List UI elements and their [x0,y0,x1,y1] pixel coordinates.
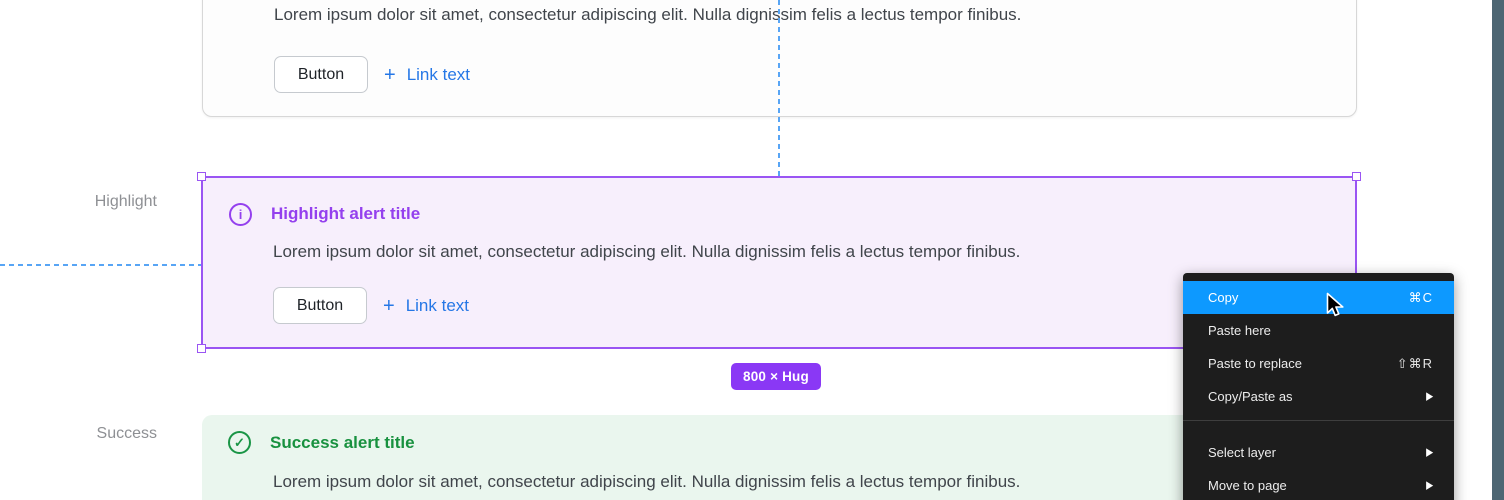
success-alert-body: Lorem ipsum dolor sit amet, consectetur … [273,472,1021,491]
highlight-alert-body: Lorem ipsum dolor sit amet, consectetur … [273,242,1021,261]
menu-item-label: Select layer [1208,445,1276,460]
menu-item-label: Copy/Paste as [1208,389,1293,404]
highlight-alert-link[interactable]: + Link text [383,287,469,324]
success-alert-title: Success alert title [270,433,415,452]
plus-icon: + [383,294,395,317]
menu-item-shortcut: ⇧⌘R [1396,355,1433,371]
context-menu: Copy ⌘C Paste here Paste to replace ⇧⌘R … [1183,273,1454,500]
link-text: Link text [406,64,470,84]
info-circle-icon: i [229,203,252,226]
success-section-label: Success [96,425,157,442]
selection-handle-top-right[interactable] [1352,172,1361,181]
submenu-arrow-icon: ▶ [1426,478,1433,491]
menu-item-select-layer[interactable]: Select layer ▶ [1183,436,1454,469]
menu-item-paste-to-replace[interactable]: Paste to replace ⇧⌘R [1183,347,1454,380]
submenu-arrow-icon: ▶ [1426,389,1433,402]
mouse-cursor-icon [1326,292,1348,325]
horizontal-guide-line [0,264,201,266]
selection-size-badge: 800 × Hug [731,363,821,390]
right-panel-edge [1492,0,1504,500]
link-text: Link text [405,295,469,315]
highlight-alert-card[interactable]: i Highlight alert title Lorem ipsum dolo… [197,172,1361,353]
check-circle-icon: ✓ [228,431,251,454]
selection-handle-bottom-left[interactable] [197,344,206,353]
selection-handle-top-left[interactable] [197,172,206,181]
info-alert-button[interactable]: Button [274,56,368,93]
submenu-arrow-icon: ▶ [1426,445,1433,458]
highlight-alert-title: Highlight alert title [271,204,421,223]
highlight-alert-button[interactable]: Button [273,287,367,324]
vertical-guide-line [778,0,780,176]
highlight-section-label: Highlight [94,193,157,210]
menu-item-copy[interactable]: Copy ⌘C [1183,281,1454,314]
menu-item-move-to-page[interactable]: Move to page ▶ [1183,469,1454,500]
menu-item-copy-paste-as[interactable]: Copy/Paste as ▶ [1183,380,1454,413]
plus-icon: + [384,63,396,86]
menu-item-paste-here[interactable]: Paste here [1183,314,1454,347]
info-alert-body: Lorem ipsum dolor sit amet, consectetur … [274,5,1022,24]
menu-item-label: Copy [1208,290,1239,305]
menu-item-label: Paste here [1208,323,1271,338]
menu-item-label: Move to page [1208,478,1287,493]
menu-separator [1183,420,1454,421]
info-alert-link[interactable]: + Link text [384,56,470,93]
menu-item-shortcut: ⌘C [1408,289,1433,305]
menu-item-label: Paste to replace [1208,356,1302,371]
success-alert-card[interactable]: ✓ Success alert title Lorem ipsum dolor … [202,415,1357,500]
